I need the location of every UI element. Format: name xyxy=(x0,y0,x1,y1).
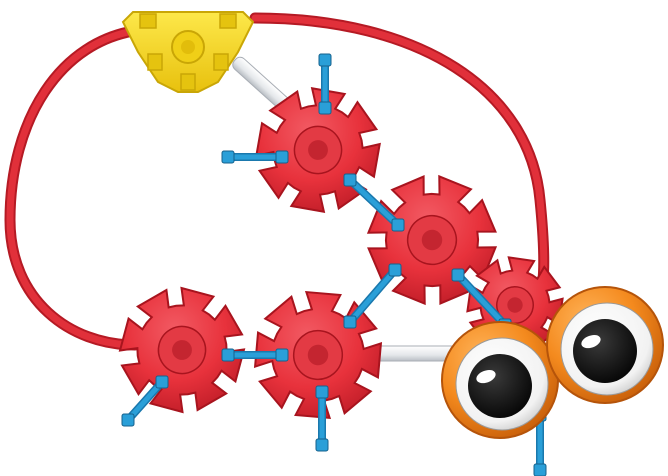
blue-connector xyxy=(315,385,329,452)
red-arch-tube xyxy=(4,12,550,351)
blue-connector xyxy=(343,173,405,232)
blue-connector xyxy=(221,150,289,164)
blue-connector xyxy=(318,53,332,115)
yellow-head-piece xyxy=(121,11,255,93)
right-eye xyxy=(546,286,664,404)
blue-connector xyxy=(343,263,402,329)
blue-connector xyxy=(121,375,169,427)
blue-connector xyxy=(221,348,289,362)
red-gear-piece xyxy=(118,286,246,414)
left-eye xyxy=(441,321,559,439)
